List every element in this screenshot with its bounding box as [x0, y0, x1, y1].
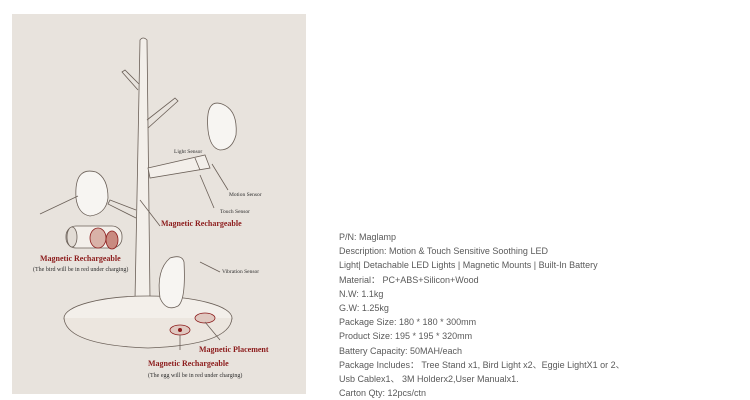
spec-row: Light| Detachable LED Lights | Magnetic … — [339, 260, 598, 271]
tree-branch-sensor — [147, 154, 211, 179]
bird-light-left — [75, 170, 109, 217]
product-diagram-panel: Light Sensor Motion Sensor Touch Sensor … — [0, 0, 316, 400]
spec-row: Material： PC+ABS+Silicon+Wood — [339, 274, 479, 285]
label-bird-charging-note: (The bird will be in red under charging) — [33, 267, 129, 273]
label-magnetic-placement: Magnetic Placement — [199, 345, 269, 354]
spec-row: G.W: 1.25kg — [339, 302, 389, 313]
magnetic-placement-pad — [194, 312, 216, 324]
label-touch-sensor: Touch Sensor — [220, 209, 251, 215]
spec-row: Product Size: 195 * 195 * 320mm — [339, 331, 473, 342]
spec-row: Usb Cablex1、 3M Holderx2,User Manualx1. — [339, 373, 519, 384]
label-light-sensor: Light Sensor — [174, 149, 203, 155]
label-egg-charging-note: (The egg will be in red under charging) — [148, 373, 243, 379]
label-magnetic-rechargeable-bottom: Magnetic Rechargeable — [148, 359, 229, 368]
maglamp-illustration — [39, 37, 237, 350]
spec-row: Package Size: 180 * 180 * 300mm — [339, 317, 477, 328]
bird-light-top — [207, 102, 237, 151]
tree-branch-right — [146, 97, 179, 129]
tree-branch-left — [121, 69, 140, 91]
egg-light — [158, 256, 185, 309]
label-vibration-sensor: Vibration Sensor — [222, 269, 260, 275]
spec-row: Package Includes： Tree Stand x1, Bird Li… — [339, 359, 625, 370]
label-magnetic-rechargeable-left: Magnetic Rechargeable — [40, 254, 121, 263]
spec-row: Carton Qty: 12pcs/ctn — [339, 388, 427, 399]
product-specifications: P/N: Maglamp Description: Motion & Touch… — [339, 230, 739, 400]
spec-row: P/N: Maglamp — [339, 232, 397, 242]
label-magnetic-rechargeable-top: Magnetic Rechargeable — [161, 219, 242, 228]
magnetic-charger-red — [89, 227, 107, 249]
tree-trunk — [134, 37, 151, 301]
label-motion-sensor: Motion Sensor — [229, 192, 262, 198]
spec-row: Battery Capacity: 50MAH/each — [339, 345, 463, 356]
spec-row: Description: Motion & Touch Sensitive So… — [339, 246, 548, 257]
tree-branch-lower-left — [107, 199, 137, 219]
spec-row: N.W: 1.1kg — [339, 288, 384, 299]
